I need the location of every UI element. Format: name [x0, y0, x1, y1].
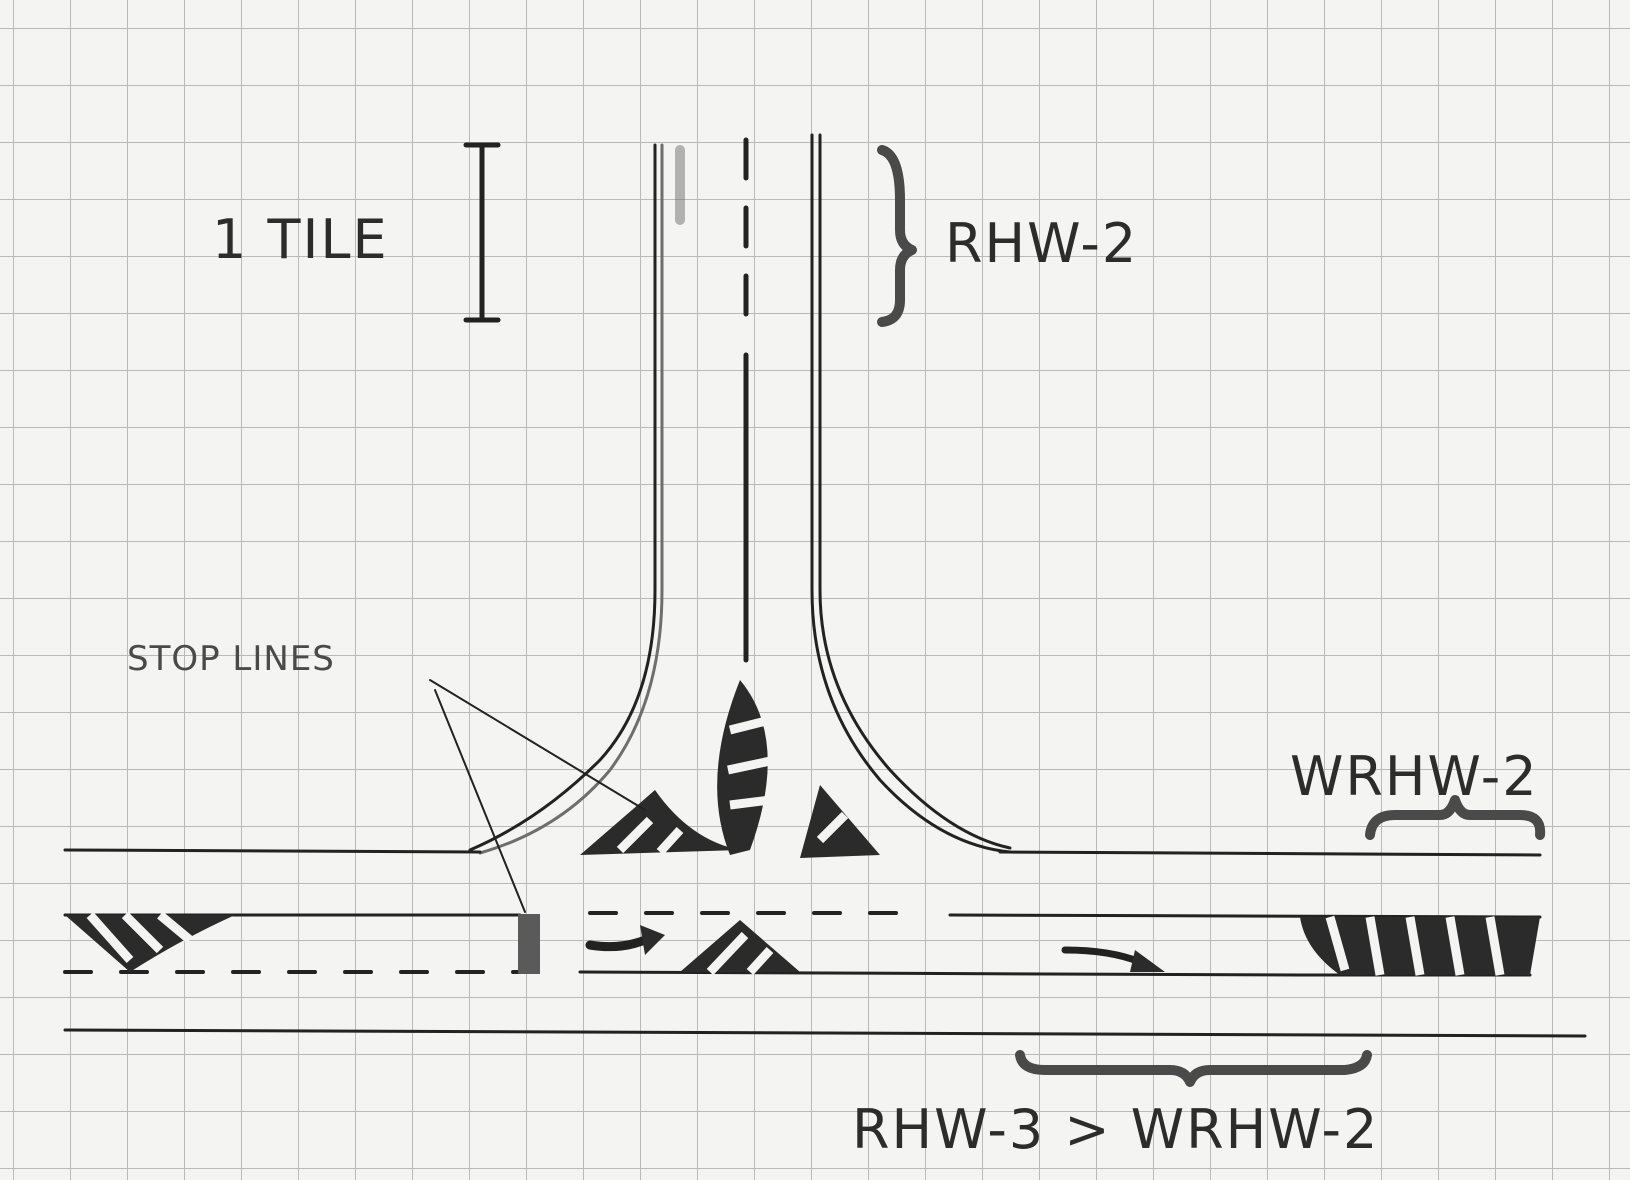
rhw2-label: RHW-2 — [945, 212, 1138, 275]
rhw3-label: RHW-3 > WRHW-2 — [852, 1098, 1379, 1161]
rhw3-brace — [1015, 1050, 1372, 1087]
tile-scale-bar — [463, 142, 501, 323]
stop-lines-label: STOP LINES — [127, 639, 335, 679]
wrhw2-brace — [1365, 795, 1546, 840]
hatched-islands — [65, 680, 1540, 976]
road-markings — [518, 914, 1165, 974]
rhw2-brace — [877, 145, 917, 327]
stop-lines-leaders — [429, 679, 646, 913]
stop-line-bar — [518, 914, 540, 974]
vertical-road-rhw2 — [468, 133, 1012, 855]
wrhw2-label: WRHW-2 — [1290, 745, 1539, 808]
tile-label: 1 TILE — [212, 208, 389, 271]
